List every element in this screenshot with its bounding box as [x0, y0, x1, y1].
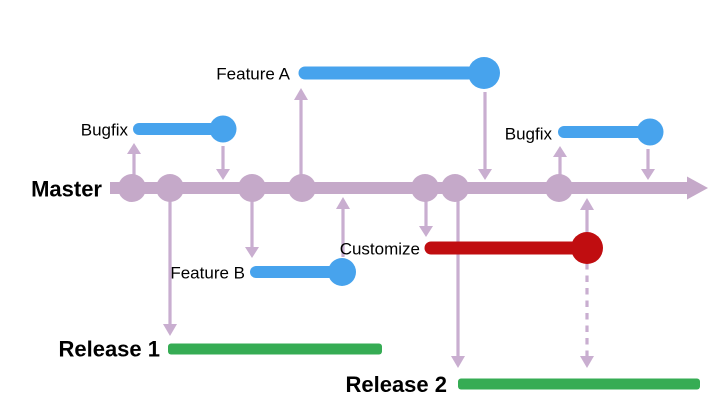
arrowhead-down-icon: [580, 356, 594, 368]
master-commit: [156, 174, 184, 202]
dashed-arrow-customize-to-release-2: [580, 263, 594, 368]
release-2-bar: [458, 378, 700, 390]
master-commit: [118, 174, 146, 202]
branch-tip: [571, 232, 603, 264]
customize-label: Customize: [340, 240, 420, 259]
fork-arrow-feature-a: [294, 88, 308, 180]
arrowhead-down-icon: [478, 169, 492, 180]
master-arrowhead-icon: [687, 176, 708, 200]
arrowhead-down-icon: [245, 247, 259, 258]
merge-arrow-feature-a: [478, 92, 492, 180]
arrow-master-to-release-2: [451, 199, 465, 368]
merge-arrow-bugfix-left: [216, 146, 230, 180]
arrowhead-down-icon: [451, 356, 465, 368]
branch-tip: [468, 57, 500, 89]
arrowhead-up-icon: [553, 146, 567, 157]
arrowhead-up-icon: [336, 197, 350, 209]
bugfix-left-branch: [133, 115, 237, 143]
arrowhead-up-icon: [580, 198, 594, 210]
master-commit: [545, 174, 573, 202]
customize-branch: [424, 232, 603, 264]
bugfix-left-label: Bugfix: [81, 121, 129, 140]
fork-arrow-customize: [419, 199, 433, 237]
arrowhead-down-icon: [216, 169, 230, 180]
master-commit: [441, 174, 469, 202]
fork-arrow-bugfix-left: [127, 143, 141, 177]
arrowhead-down-icon: [419, 226, 433, 237]
merge-arrow-bugfix-right: [641, 149, 655, 180]
arrowhead-up-icon: [294, 88, 308, 100]
release-2-label: Release 2: [345, 372, 447, 397]
branch-tip: [636, 118, 664, 146]
release-1-bar: [168, 343, 382, 355]
feature-b-label: Feature B: [170, 264, 245, 283]
branch-tip: [328, 258, 356, 286]
feature-b-branch: [250, 258, 356, 286]
feature-a-branch: [298, 57, 500, 89]
fork-arrow-feature-b: [245, 199, 259, 258]
release-1-label: Release 1: [58, 337, 160, 362]
fork-arrow-bugfix-right: [553, 146, 567, 177]
bugfix-right-label: Bugfix: [505, 125, 553, 144]
arrowhead-down-icon: [641, 169, 655, 180]
feature-a-label: Feature A: [216, 65, 290, 84]
merge-arrow-feature-b: [336, 197, 350, 257]
master-commit: [411, 174, 439, 202]
master-commit: [238, 174, 266, 202]
arrow-master-to-release-1: [163, 199, 177, 336]
branch-tip: [209, 115, 237, 143]
master-branch: [110, 174, 708, 202]
bugfix-right-branch: [558, 118, 664, 146]
master-label: Master: [31, 177, 102, 202]
arrowhead-up-icon: [127, 143, 141, 154]
arrowhead-down-icon: [163, 324, 177, 336]
master-commit: [288, 174, 316, 202]
